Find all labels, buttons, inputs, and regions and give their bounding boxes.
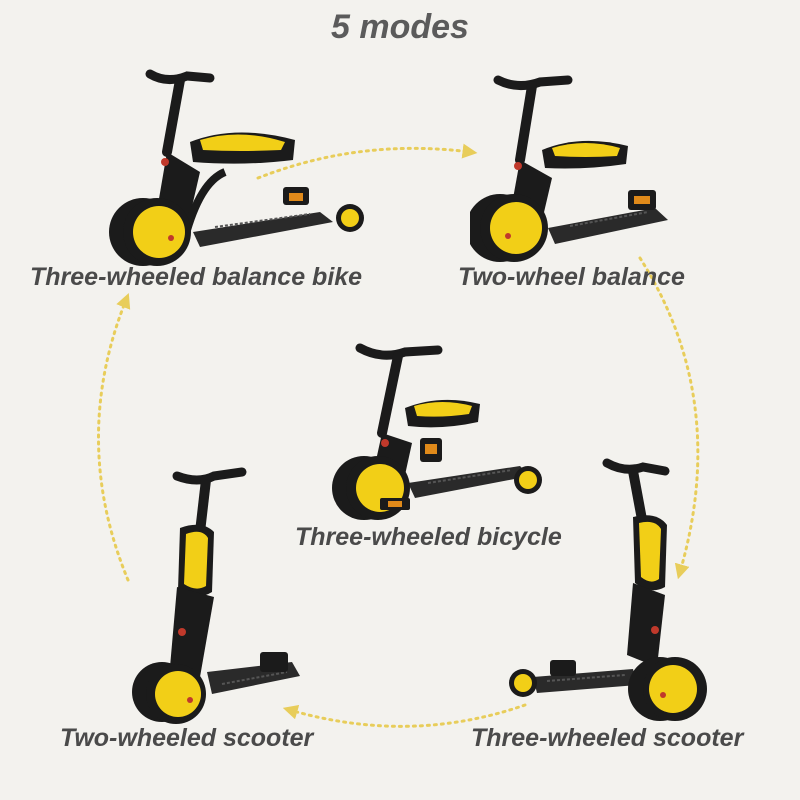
two-wheeled-scooter-image bbox=[132, 467, 300, 724]
arrow-bottom bbox=[282, 703, 527, 728]
label-two-wheeled-scooter: Two-wheeled scooter bbox=[60, 724, 314, 752]
three-wheeled-bicycle-image bbox=[332, 343, 542, 520]
label-two-wheel-balance: Two-wheel balance bbox=[458, 263, 685, 291]
arrow-top bbox=[256, 143, 478, 180]
two-wheel-balance-image bbox=[470, 75, 668, 262]
three-wheeled-scooter-image bbox=[509, 458, 707, 721]
three-wheeled-balance-bike-image bbox=[109, 69, 364, 266]
page-title: 5 modes bbox=[331, 8, 469, 46]
label-three-wheeled-scooter: Three-wheeled scooter bbox=[471, 724, 744, 752]
label-three-wheeled-balance-bike: Three-wheeled balance bike bbox=[30, 263, 363, 291]
label-three-wheeled-bicycle: Three-wheeled bicycle bbox=[295, 523, 562, 551]
arrow-right bbox=[638, 256, 700, 580]
arrow-left bbox=[97, 293, 131, 582]
